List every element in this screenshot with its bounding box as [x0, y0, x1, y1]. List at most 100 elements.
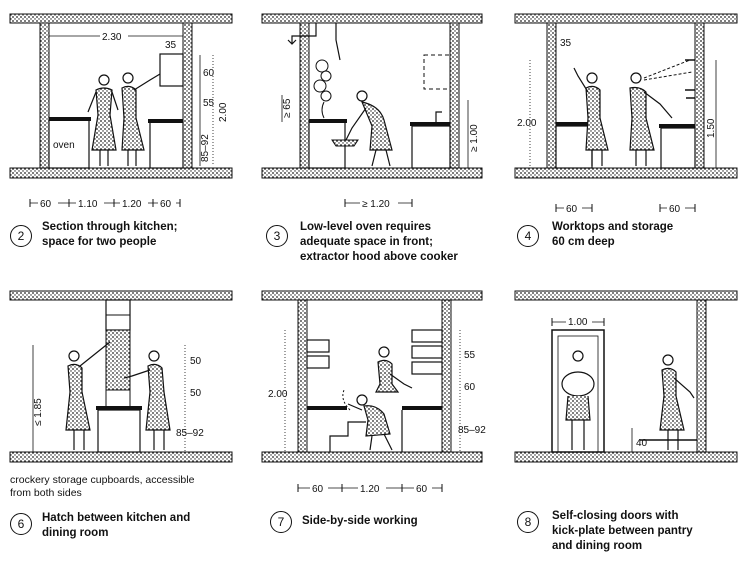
- wall-cabinet-dashed: [423, 54, 451, 90]
- ceiling-slab: [514, 13, 738, 24]
- figure-bending: [629, 72, 673, 166]
- dim-h2: 50: [190, 388, 202, 399]
- panel-3-drawing: ≥ 65 ≥ 1.00 ≥ 1.20: [261, 13, 483, 210]
- caption-line: Worktops and storage: [552, 221, 674, 233]
- counter: [97, 409, 141, 453]
- caption-6: Hatch between kitchen and dining room: [42, 511, 190, 541]
- dim-h2: 55: [203, 98, 215, 109]
- figure-woman-right: [121, 72, 161, 166]
- dim-bottom-4: 60: [160, 199, 172, 210]
- figure-upper: [375, 346, 413, 393]
- dim-left: 2.00: [517, 118, 537, 129]
- caption-line: Self-closing doors with: [552, 510, 679, 522]
- caption-line: Hatch between kitchen and: [42, 512, 191, 524]
- dim-bottom-1: 60: [40, 199, 52, 210]
- counter-left: [48, 119, 90, 169]
- panel-8-drawing: 1.00 40: [514, 290, 738, 463]
- caption-line: Side-by-side working: [302, 515, 418, 527]
- dim-bottom-right: 60: [669, 204, 681, 215]
- left-wall: [297, 299, 308, 453]
- caption-line: Section through kitchen;: [42, 221, 178, 233]
- panel-7-drawing: 2.00 55 60 85–92 60 1.20 60: [261, 290, 486, 495]
- caption-3: Low-level oven requires adequate space i…: [300, 220, 458, 265]
- floor-slab: [514, 451, 738, 463]
- dim-width-top: 2.30: [102, 32, 122, 43]
- dim-top: 1.00: [568, 317, 588, 328]
- dim-bottom-3: 60: [416, 484, 428, 495]
- figure-bending: [347, 394, 393, 451]
- floor-slab: [261, 451, 483, 463]
- dim-bottom: ≥ 1.20: [362, 199, 390, 210]
- caption-line: 60 cm deep: [552, 236, 615, 248]
- figure-left: [65, 341, 111, 450]
- floor-slab: [9, 451, 233, 463]
- caption-2: Section through kitchen; space for two p…: [42, 220, 177, 250]
- dim-total: 2.00: [218, 102, 229, 122]
- note-line: from both sides: [10, 487, 82, 499]
- figure-bending: [345, 90, 393, 167]
- door-section: [696, 299, 707, 453]
- panel-number-2: 2: [10, 225, 32, 247]
- right-wall: [441, 299, 452, 453]
- extractor-hood: [287, 23, 341, 61]
- dim-bottom-left: 60: [566, 204, 578, 215]
- panel-number-6: 6: [10, 513, 32, 535]
- caption-8: Self-closing doors with kick-plate betwe…: [552, 509, 693, 554]
- dim-upper: 35: [560, 38, 572, 49]
- dim-h: ≥ 65: [282, 98, 293, 118]
- wall-cabinet: [159, 53, 184, 87]
- right-wall: [449, 22, 460, 169]
- dim-h2: 60: [464, 382, 476, 393]
- dim-bottom-2: 1.10: [78, 199, 98, 210]
- panel-number-3: 3: [266, 225, 288, 247]
- counter-right: [149, 121, 184, 169]
- figure-woman-left: [87, 74, 119, 166]
- dim-h1: 55: [464, 350, 476, 361]
- panel-2-drawing: 2.30 35 oven 60 55 85–92 2.00: [9, 13, 233, 210]
- dim-left: 2.00: [268, 389, 288, 400]
- dim-h3: 85–92: [176, 428, 204, 439]
- right-wall: [182, 22, 193, 169]
- panel-number-8: 8: [517, 511, 539, 533]
- ceiling-slab: [514, 290, 738, 301]
- steam: [313, 59, 332, 119]
- dim-kick: 40: [636, 438, 648, 449]
- floor-slab: [9, 167, 233, 179]
- caption-line: space for two people: [42, 236, 157, 248]
- dim-bottom-1: 60: [312, 484, 324, 495]
- left-wall: [299, 22, 310, 169]
- left-wall: [39, 22, 50, 169]
- caption-4: Worktops and storage 60 cm deep: [552, 220, 673, 250]
- ceiling-slab: [261, 13, 483, 24]
- note-line: crockery storage cupboards, accessible: [10, 474, 195, 486]
- caption-line: adequate space in front;: [300, 236, 433, 248]
- dim-h3: 85–92: [200, 134, 211, 162]
- caption-line: Low-level oven requires: [300, 221, 432, 233]
- dim-right: 1.50: [706, 118, 717, 138]
- caption-7: Side-by-side working: [302, 514, 418, 529]
- caption-line: kick-plate between pantry: [552, 525, 693, 537]
- figure-side: [659, 354, 695, 450]
- hatch-wall: [105, 329, 131, 391]
- ceiling-slab: [261, 290, 483, 301]
- dim-h1: 50: [190, 356, 202, 367]
- caption-line: extractor hood above cooker: [300, 251, 458, 263]
- ceiling-slab: [9, 290, 233, 301]
- caption-line: dining room: [42, 527, 109, 539]
- dim-right: ≥ 1.00: [469, 124, 480, 152]
- dim-h3: 85–92: [458, 425, 486, 436]
- counter-right: [411, 125, 451, 169]
- floor-slab: [514, 167, 738, 179]
- left-wall: [546, 22, 557, 169]
- dim-upper: 35: [165, 40, 177, 51]
- panel-number-7: 7: [270, 511, 292, 533]
- dim-left: ≤ 1.85: [33, 398, 44, 426]
- dim-bottom-3: 1.20: [122, 199, 142, 210]
- ceiling-slab: [9, 13, 233, 24]
- crockery-note: crockery storage cupboards, accessible f…: [10, 474, 194, 500]
- dim-h1: 60: [203, 68, 215, 79]
- dim-bottom-2: 1.20: [360, 484, 380, 495]
- panel-number-4: 4: [517, 225, 539, 247]
- floor-slab: [261, 167, 483, 179]
